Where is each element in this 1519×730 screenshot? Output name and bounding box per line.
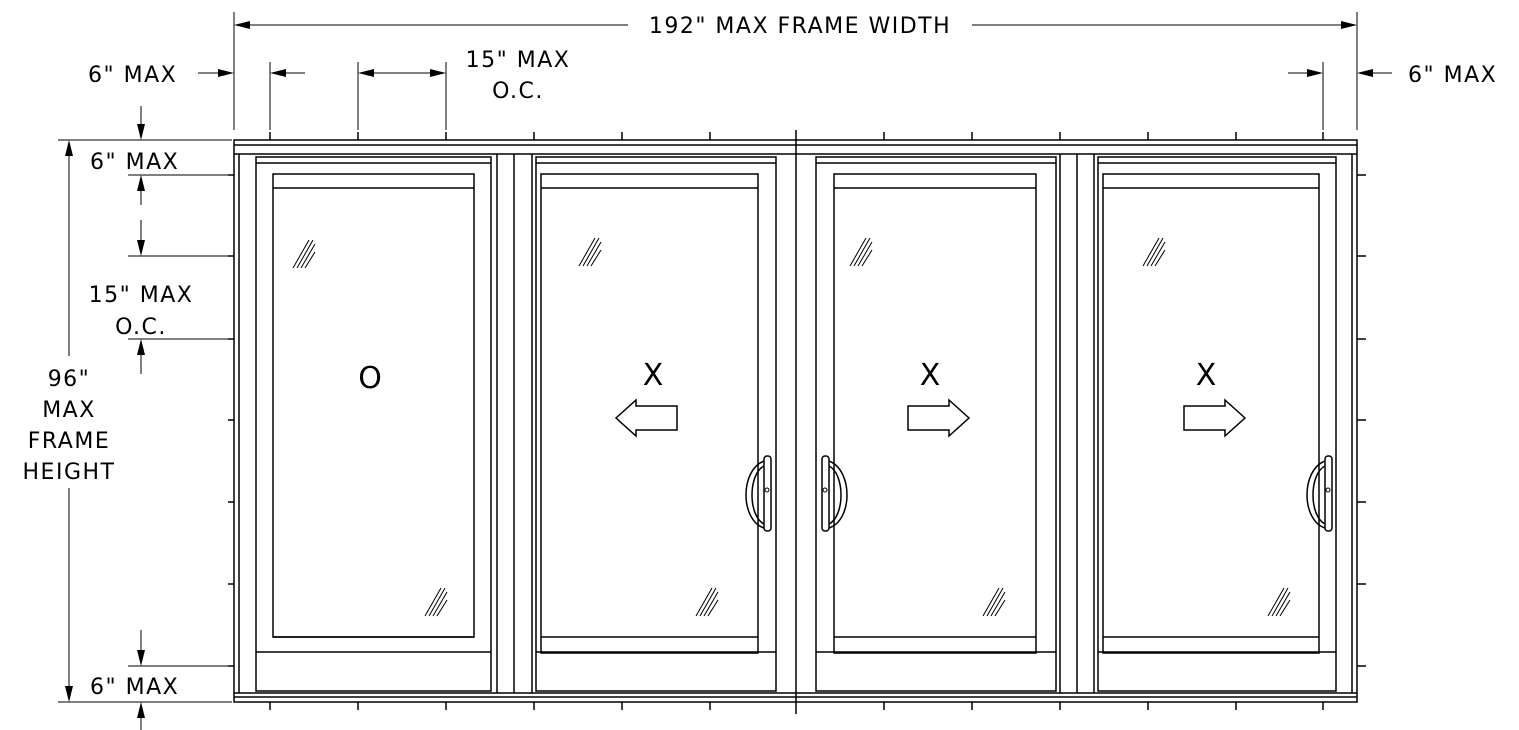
top-spacing-label-2: O.C.	[492, 79, 544, 104]
panel-2-sliding: X	[535, 156, 777, 692]
left-top-label: 6" MAX	[90, 150, 179, 175]
glass-hatch-icon	[1267, 587, 1291, 617]
height-label-2: MAX	[42, 398, 96, 423]
panel-3-sliding: X	[815, 156, 1057, 692]
glass-hatch-icon	[695, 587, 719, 617]
door-frame	[233, 130, 1358, 714]
left-bottom-label: 6" MAX	[90, 675, 179, 700]
panel-4-operation-label: X	[1196, 358, 1217, 393]
arrow-right-icon	[907, 398, 971, 438]
arrow-right-icon	[1183, 398, 1247, 438]
glass-hatch-icon	[1142, 237, 1166, 267]
left-spacing-label-1: 15" MAX	[89, 283, 194, 308]
height-label-1: 96"	[48, 367, 91, 392]
panel-2-operation-label: X	[643, 358, 664, 393]
panel-1-fixed: O	[255, 156, 492, 692]
glass-hatch-icon	[424, 587, 448, 617]
door-handle-icon	[745, 455, 772, 532]
panel-4-sliding: X	[1097, 156, 1337, 692]
left-spacing-label-2: O.C.	[115, 315, 167, 340]
right-edge-label: 6" MAX	[1408, 63, 1497, 88]
left-edge-label: 6" MAX	[88, 63, 177, 88]
panel-1-operation-label: O	[358, 361, 382, 396]
top-spacing-label-1: 15" MAX	[466, 48, 571, 73]
door-handle-icon	[821, 455, 848, 532]
glass-hatch-icon	[849, 237, 873, 267]
overall-width-label: 192" MAX FRAME WIDTH	[649, 14, 951, 39]
anchor-tick-marks	[228, 132, 1366, 710]
glass-hatch-icon	[578, 237, 602, 267]
panel-3-operation-label: X	[920, 358, 941, 393]
height-label-4: HEIGHT	[23, 460, 116, 485]
door-handle-icon	[1306, 455, 1333, 532]
glass-hatch-icon	[982, 587, 1006, 617]
arrow-left-icon	[614, 398, 678, 438]
dimension-annotations: 192" MAX FRAME WIDTH 6" MAX 15" MAX O.C.…	[23, 12, 1497, 730]
height-label-3: FRAME	[28, 429, 110, 454]
glass-hatch-icon	[292, 239, 316, 269]
